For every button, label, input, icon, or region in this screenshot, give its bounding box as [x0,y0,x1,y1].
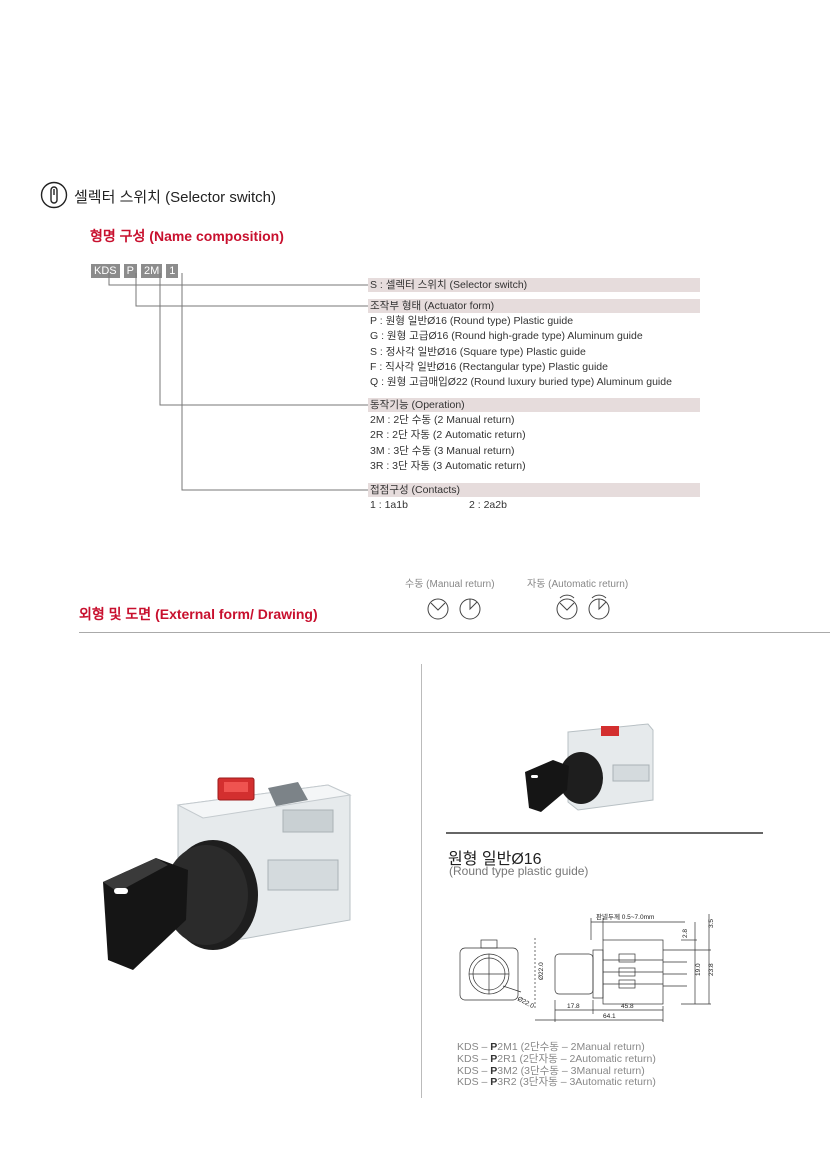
dim-diameter-side: Ø22.0 [538,962,545,980]
code-part-operation: 2M [140,264,163,278]
operation-option-3r: 3R : 3단 자동 (3 Automatic return) [370,459,526,472]
actuator-option-q: Q : 원형 고급매입Ø22 (Round luxury buried type… [370,376,672,389]
operation-option-3m: 3M : 3단 수동 (3 Manual return) [370,444,515,457]
dimension-drawing: 판넬두께 0.5~7.0mm Ø22.0 Ø22.0 17.8 45.8 64.… [459,912,715,1022]
band-contacts: 접점구성 (Contacts) [368,483,700,497]
model-item: KDS – P2M1 (2단수동 – 2Manual return) [457,1041,645,1053]
section-divider [79,632,830,633]
code-part-series: KDS [91,264,120,278]
selector-switch-photo [103,777,352,970]
name-composition-heading: 형명 구성 (Name composition) [90,228,284,244]
product-underline [446,832,763,834]
dim-23-8: 23.8 [708,963,715,976]
legend-manual-label: 수동 (Manual return) [405,579,495,590]
band-operation: 동작기능 (Operation) [368,398,700,412]
selector-switch-thumbnail [525,723,654,812]
model-item: KDS – P3M2 (3단수동 – 3Manual return) [457,1064,645,1077]
dim-19-0: 19.0 [695,963,702,976]
dim-diameter-front: Ø22.0 [516,996,535,1011]
contacts-option-1: 1 : 1a1b [370,499,408,511]
page-title: 셀렉터 스위치 (Selector switch) [74,189,276,206]
code-part-contacts: 1 [166,264,179,278]
dim-3-5: 3.5 [708,919,715,928]
manual-return-icons [427,598,481,620]
dim-2-8: 2.8 [682,929,689,938]
actuator-option-s: S : 정사각 일반Ø16 (Square type) Plastic guid… [370,345,586,358]
composition-connectors [108,273,368,491]
column-divider [421,664,422,1098]
code-part-actuator: P [123,264,137,278]
dim-64-1: 64.1 [603,1013,616,1020]
dim-panel-thickness: 판넬두께 0.5~7.0mm [596,912,654,921]
legend-automatic-label: 자동 (Automatic return) [527,579,629,590]
band-actuator-form: 조작부 형태 (Actuator form) [368,299,700,313]
model-item: KDS – P2R1 (2단자동 – 2Automatic return) [457,1052,656,1065]
model-item: KDS – P3R2 (3단자동 – 3Automatic return) [457,1076,656,1089]
operation-option-2r: 2R : 2단 자동 (2 Automatic return) [370,429,526,442]
dim-45-8: 45.8 [621,1003,634,1010]
dim-17-8: 17.8 [567,1003,580,1010]
automatic-return-icons [556,594,610,620]
actuator-option-p: P : 원형 일반Ø16 (Round type) Plastic guide [370,315,574,327]
actuator-option-g: G : 원형 고급Ø16 (Round high-grade type) Alu… [370,330,643,343]
selector-switch-icon [40,181,68,209]
band-selector-switch: S : 셀렉터 스위치 (Selector switch) [368,278,700,292]
product-subtitle: (Round type plastic guide) [449,864,589,878]
contacts-option-2: 2 : 2a2b [469,499,507,511]
operation-option-2m: 2M : 2단 수동 (2 Manual return) [370,414,515,426]
actuator-option-f: F : 직사각 일반Ø16 (Rectangular type) Plastic… [370,360,608,373]
product-title: 원형 일반Ø16 [448,851,542,868]
external-form-heading: 외형 및 도면 (External form/ Drawing) [79,606,318,622]
